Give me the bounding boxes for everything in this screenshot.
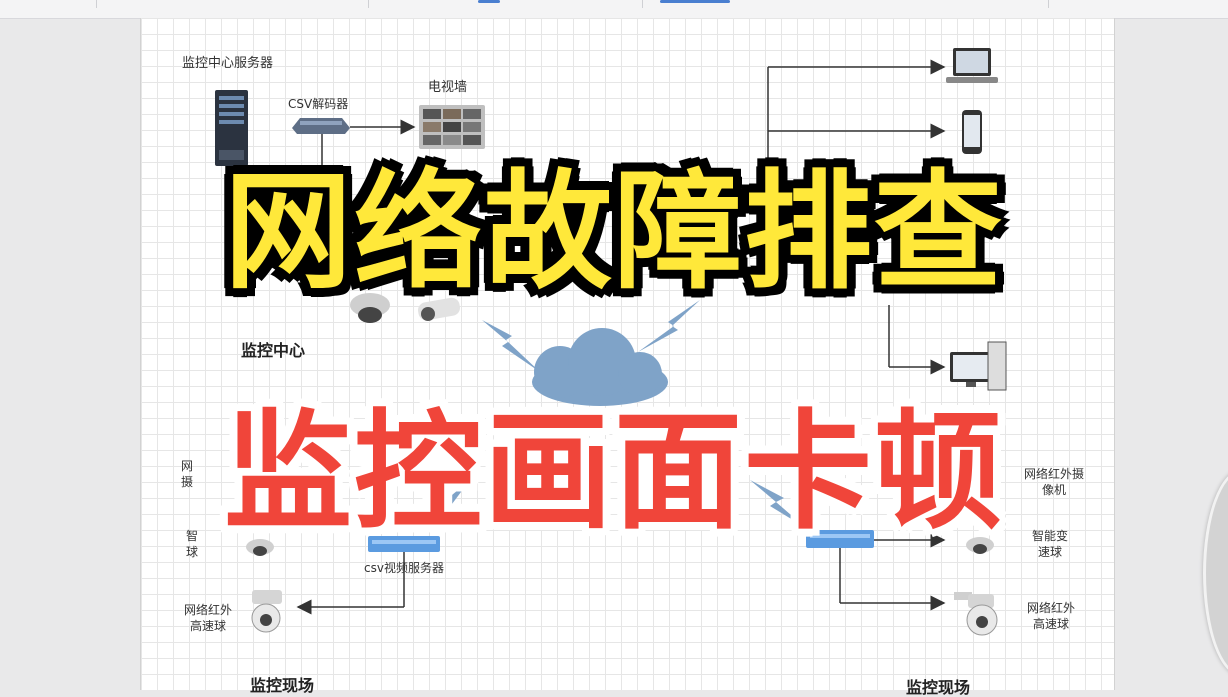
title-monitor-lag: 监控画面卡顿 xyxy=(223,398,1004,547)
toolbar-divider xyxy=(1048,0,1049,8)
ir-dome-left-label: 网络红外 高速球 xyxy=(183,603,232,633)
laptop-icon xyxy=(946,48,998,83)
smart-dome-right-label: 智能变 速球 xyxy=(1031,529,1068,559)
decoder-icon xyxy=(292,118,350,134)
site-left-label: 监控现场 xyxy=(250,676,315,695)
toolbar-divider xyxy=(96,0,97,8)
lightning-icon xyxy=(424,480,470,530)
bullet-camera-icon xyxy=(418,297,460,321)
toolbar-divider xyxy=(368,0,369,8)
dome-camera-icon xyxy=(246,539,274,556)
desktop-icon xyxy=(950,341,1007,391)
csv-video-server-label: csv视频服务器 xyxy=(364,561,444,575)
left-camera-partial-label: 网 摄 xyxy=(180,459,193,489)
server-icon xyxy=(215,90,248,166)
phone-icon xyxy=(962,110,982,154)
lightning-icon xyxy=(750,480,806,528)
speed-dome-icon xyxy=(954,592,998,636)
tv-wall-icon xyxy=(419,105,485,149)
ir-dome-right-label: 网络红外 高速球 xyxy=(1026,601,1075,631)
title-network-troubleshooting: 网络故障排查 xyxy=(223,158,1004,307)
csv-decoder-label: CSV解码器 xyxy=(288,97,349,111)
lightning-icon xyxy=(638,300,700,352)
video-server-icon xyxy=(806,530,874,548)
cloud-icon xyxy=(532,328,668,406)
tv-wall-label: 电视墙 xyxy=(428,80,468,95)
monitor-center-label: 监控中心 xyxy=(241,341,306,360)
video-server-icon xyxy=(368,536,440,552)
speed-dome-icon xyxy=(251,590,282,633)
dome-camera-icon xyxy=(350,293,390,323)
server-label: 监控中心服务器 xyxy=(182,56,274,71)
left-dome-partial-label: 智 球 xyxy=(185,529,198,559)
toolbar-highlight[interactable] xyxy=(660,0,730,3)
lightning-icon xyxy=(482,320,540,372)
toolbar-divider xyxy=(642,0,643,8)
dome-camera-icon xyxy=(966,537,994,554)
ir-camera-right-label: 网络红外摄 像机 xyxy=(1023,467,1084,497)
toolbar-highlight[interactable] xyxy=(478,0,500,3)
site-right-label: 监控现场 xyxy=(906,678,971,697)
